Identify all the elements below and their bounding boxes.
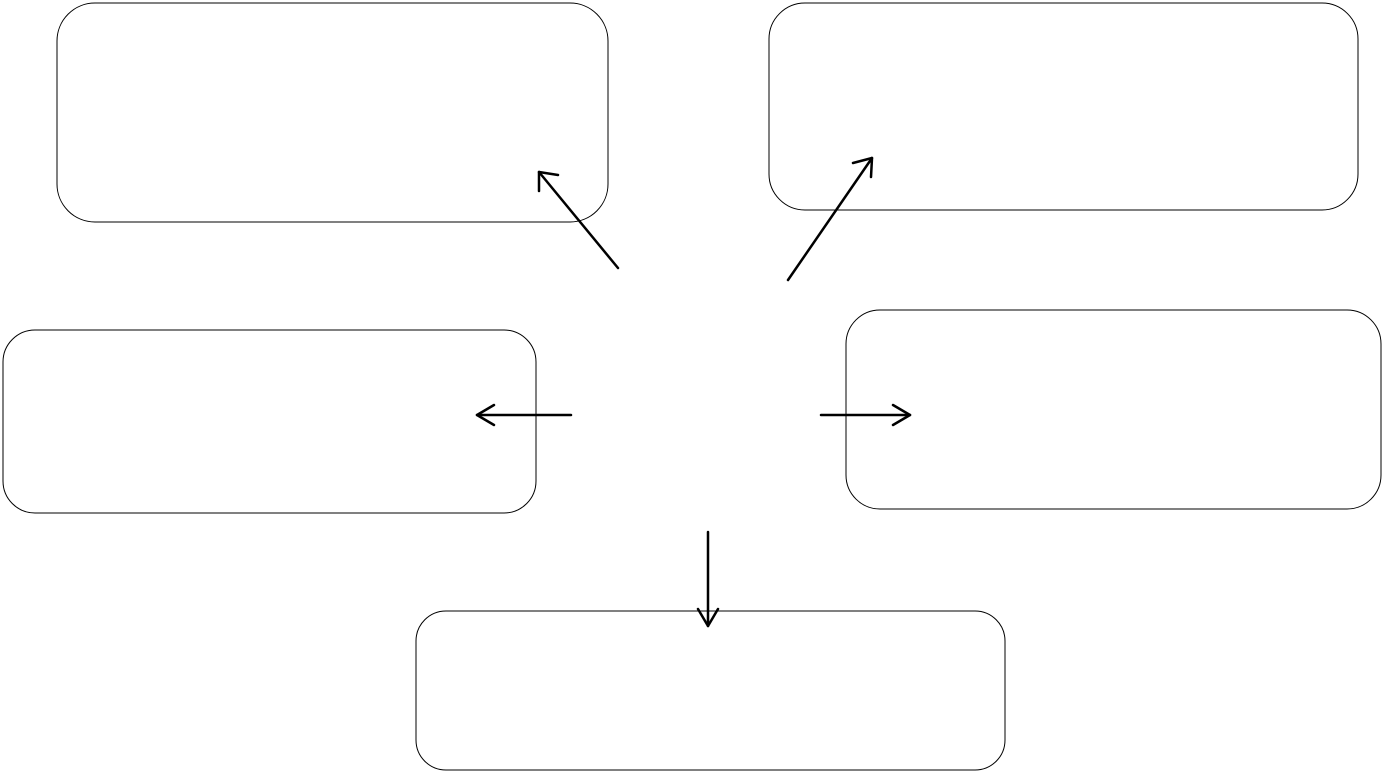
arrow-to-bottom-center — [696, 530, 720, 628]
box-top-left-frame — [56, 2, 609, 223]
box-bottom-center — [415, 610, 1006, 771]
box-top-left — [56, 2, 609, 223]
box-middle-left — [2, 329, 537, 514]
arrow-to-top-left — [537, 170, 620, 270]
arrow-to-middle-left — [475, 403, 573, 427]
box-middle-right-frame — [845, 309, 1382, 510]
arrow-to-top-right — [786, 156, 874, 282]
box-middle-left-frame — [2, 329, 537, 514]
box-bottom-center-frame — [415, 610, 1006, 771]
arrow-to-middle-right — [819, 403, 912, 427]
box-top-right-frame — [768, 2, 1359, 211]
box-top-right — [768, 2, 1359, 211]
box-middle-right — [845, 309, 1382, 510]
